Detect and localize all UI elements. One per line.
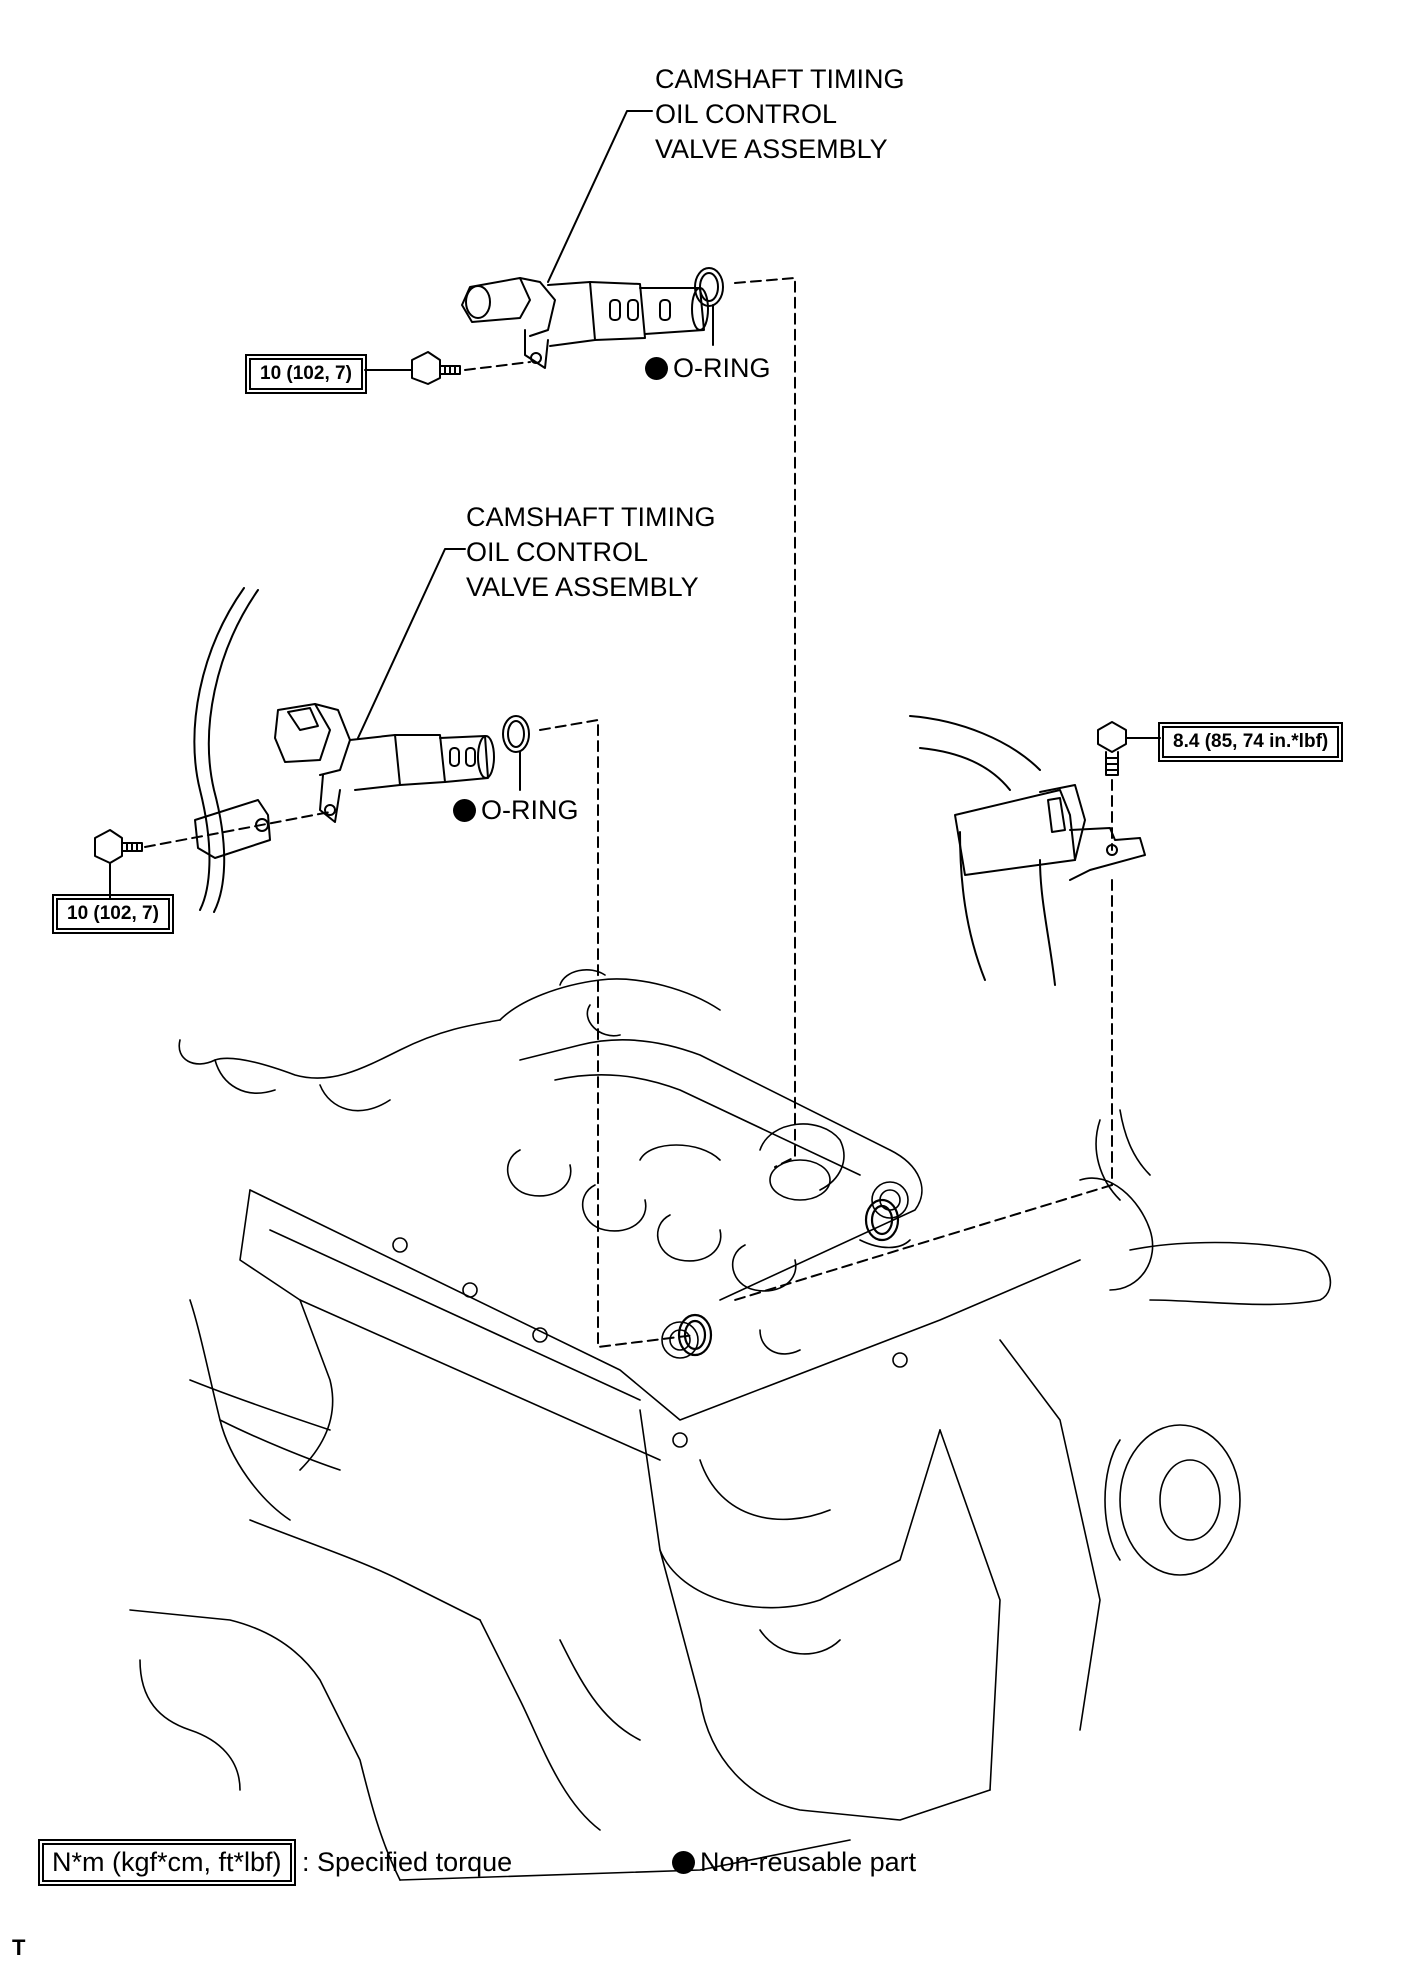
engine-valve-ports xyxy=(677,1198,900,1357)
upper-valve-label: CAMSHAFT TIMING OIL CONTROL VALVE ASSEMB… xyxy=(655,62,905,167)
lower-valve-label-line-2: OIL CONTROL xyxy=(466,537,649,567)
nonreusable-dot-icon xyxy=(453,799,476,822)
figure-reference: T xyxy=(12,1935,26,1960)
lower-valve-label: CAMSHAFT TIMING OIL CONTROL VALVE ASSEMB… xyxy=(466,500,716,605)
hose-bracket-drawing xyxy=(734,715,1161,1301)
lower-valve-label-line-3: VALVE ASSEMBLY xyxy=(466,572,699,602)
lower-oil-control-valve-drawing xyxy=(94,548,696,1348)
upper-oil-control-valve-drawing xyxy=(364,110,796,1168)
legend-nonreusable: Non-reusable part xyxy=(672,1847,916,1878)
nonreusable-dot-icon xyxy=(645,357,668,380)
upper-valve-label-line-1: CAMSHAFT TIMING xyxy=(655,64,905,94)
legend-nonreusable-text: Non-reusable part xyxy=(700,1847,917,1877)
legend-torque-text: : Specified torque xyxy=(302,1847,513,1877)
upper-oring-text: O-RING xyxy=(673,353,771,383)
lower-bolt-torque: 10 (102, 7) xyxy=(52,894,174,934)
upper-valve-label-line-2: OIL CONTROL xyxy=(655,99,838,129)
upper-bolt-torque: 10 (102, 7) xyxy=(245,354,367,394)
engine-outline xyxy=(129,969,1332,1881)
bracket-bolt-torque: 8.4 (85, 74 in.*lbf) xyxy=(1157,722,1344,762)
lower-oring-text: O-RING xyxy=(481,795,579,825)
upper-oring-label: O-RING xyxy=(645,353,771,384)
legend-torque-box: N*m (kgf*cm, ft*lbf) xyxy=(38,1839,296,1886)
lower-oring-label: O-RING xyxy=(453,795,579,826)
nonreusable-dot-icon xyxy=(672,1851,695,1874)
lower-valve-label-line-1: CAMSHAFT TIMING xyxy=(466,502,716,532)
upper-valve-label-line-3: VALVE ASSEMBLY xyxy=(655,134,888,164)
